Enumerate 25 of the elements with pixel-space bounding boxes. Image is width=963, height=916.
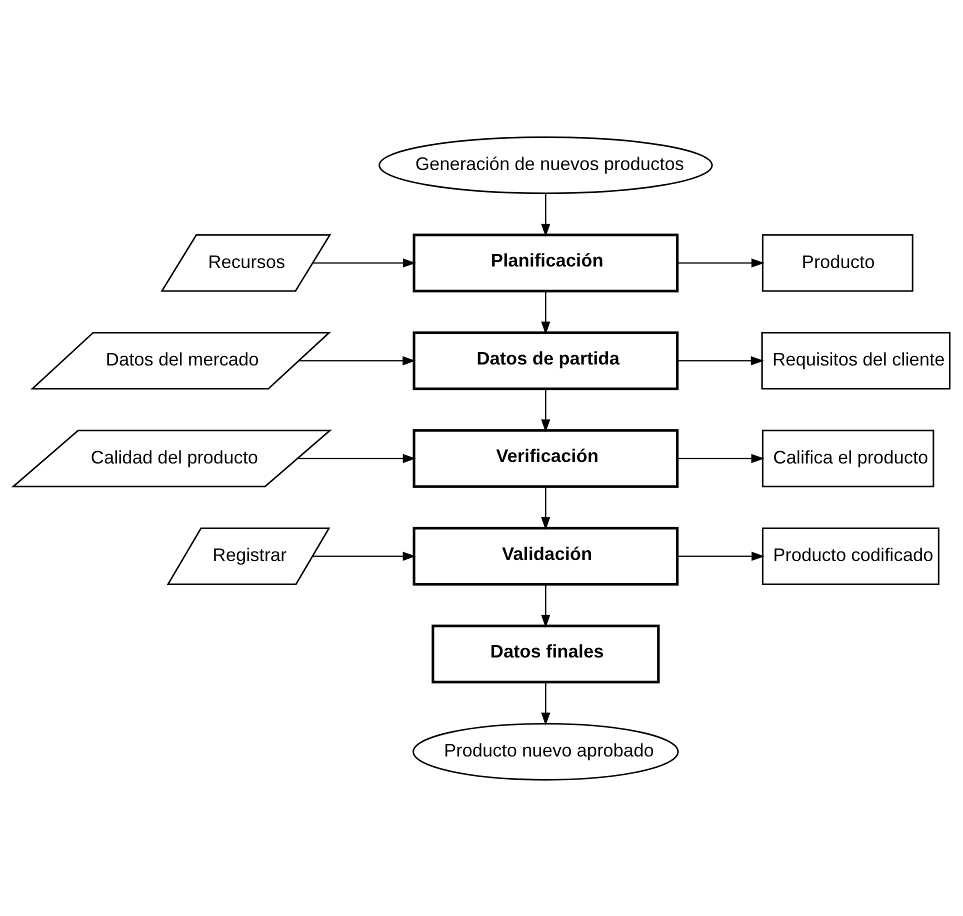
arrow [313,258,416,268]
arrow [541,486,550,530]
node-box: Requisitos del cliente [761,331,950,390]
arrow [677,551,765,560]
arrow [298,453,416,463]
arrow [541,193,550,236]
arrow [312,551,416,560]
node-ellipse: Generación de nuevos productos [378,136,713,194]
node-box: Califica el producto [762,429,934,487]
node-box: Producto codificado [762,526,940,585]
node-box: Datos de partida [412,330,679,390]
node-box: Planificación [412,233,679,292]
arrow [299,356,416,365]
arrow [541,682,550,726]
node-box: Verificación [412,428,679,488]
arrow [677,258,764,268]
arrow [541,388,550,432]
arrow [541,584,550,628]
arrow [677,453,764,463]
node-box: Producto [762,234,914,292]
node-ellipse: Producto nuevo aprobado [412,722,679,780]
node-box: Datos finales [432,624,660,683]
arrow [541,290,550,334]
arrow [678,356,764,365]
node-box: Validación [412,526,679,586]
